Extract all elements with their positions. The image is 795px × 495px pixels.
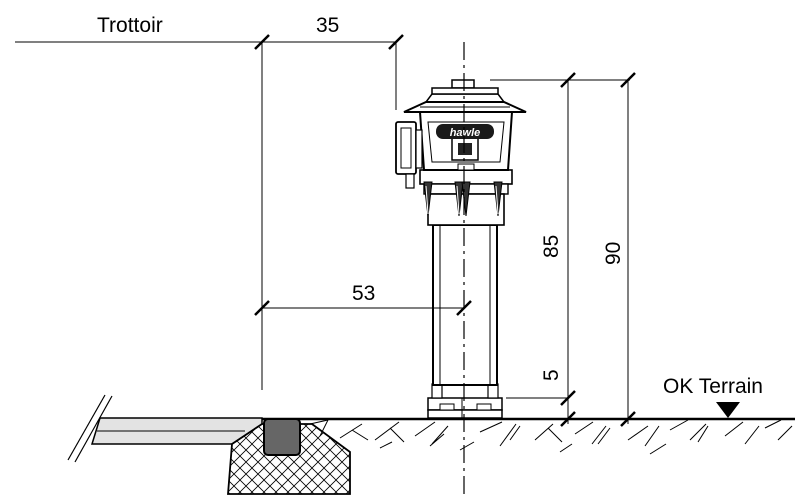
ground-level-label: OK Terrain bbox=[663, 375, 763, 398]
dimension-height-base: 5 bbox=[540, 369, 563, 381]
ground-break-line bbox=[67, 394, 113, 463]
ground bbox=[67, 394, 795, 463]
triangle-down-icon bbox=[716, 402, 740, 418]
curb-foundation bbox=[227, 423, 351, 495]
hydrant-column bbox=[432, 224, 498, 386]
sidewalk bbox=[90, 417, 351, 495]
dimension-height-total: 90 bbox=[602, 242, 625, 265]
curb-stone bbox=[263, 418, 301, 456]
sidewalk-label: Trottoir bbox=[97, 14, 163, 37]
hydrant-collar bbox=[419, 169, 513, 226]
brand-badge: hawle bbox=[436, 124, 494, 139]
hydrant-cap bbox=[403, 79, 527, 113]
earth-hatching bbox=[309, 419, 793, 455]
dimension-lines bbox=[15, 34, 636, 427]
dimension-height-body: 85 bbox=[540, 235, 563, 258]
side-outlet bbox=[395, 121, 423, 189]
brand-label: hawle bbox=[450, 127, 481, 139]
hydrant: hawle bbox=[395, 79, 527, 419]
dimension-offset-top: 35 bbox=[316, 14, 339, 37]
hydrant-head: hawle bbox=[418, 111, 514, 171]
dimension-offset-axis: 53 bbox=[352, 282, 375, 305]
